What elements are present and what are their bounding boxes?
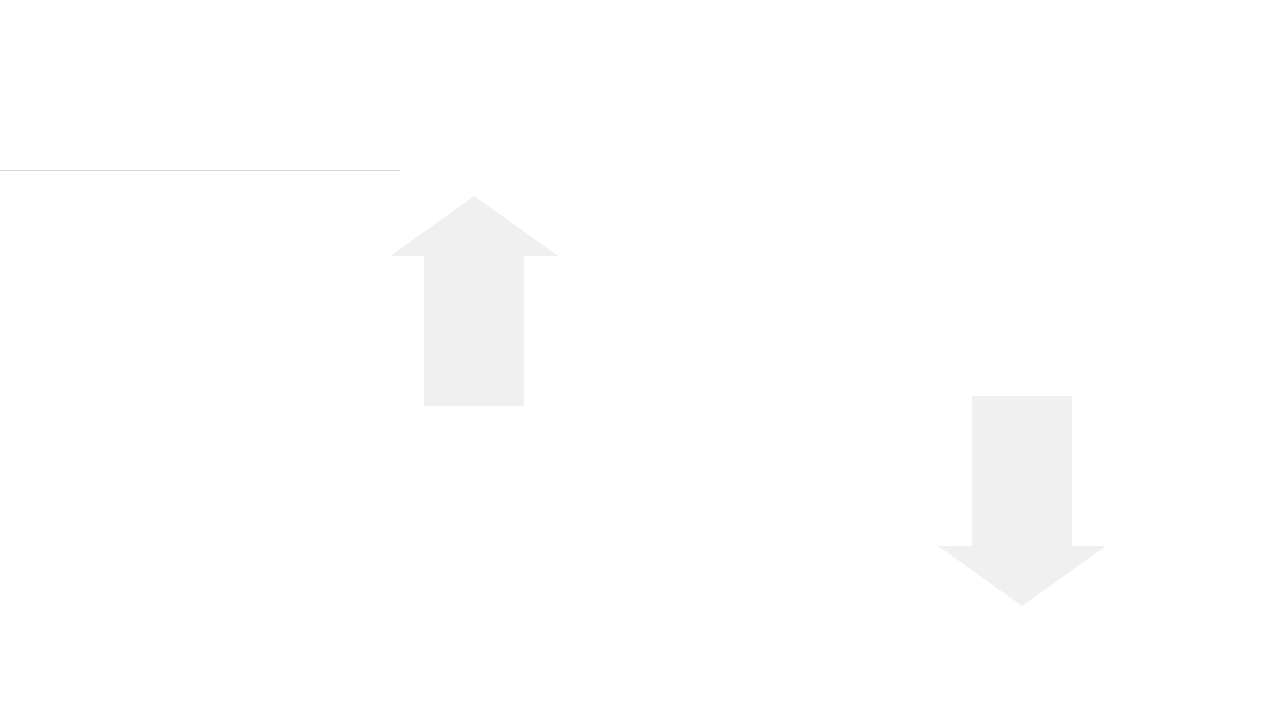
top-arrow	[390, 196, 558, 406]
bottom-arrow	[938, 396, 1106, 606]
title-divider	[0, 170, 400, 171]
arrow-down-icon	[938, 396, 1106, 606]
arrow-up-icon	[390, 196, 558, 406]
